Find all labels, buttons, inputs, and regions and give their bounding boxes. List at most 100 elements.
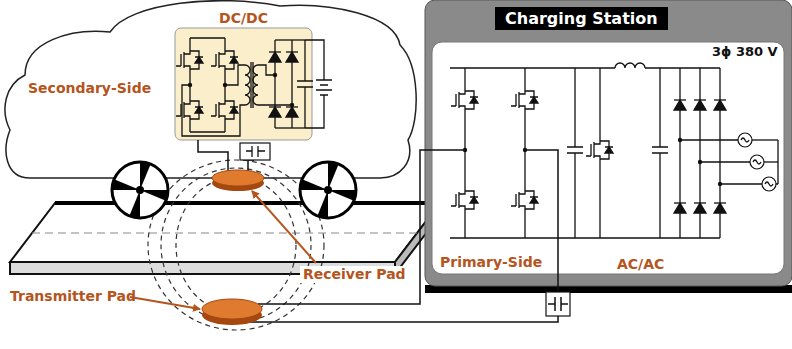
capacitor-symbol [297, 81, 313, 87]
diode-symbol [714, 202, 726, 203]
diode-symbol [694, 100, 706, 110]
wheel-spoke [328, 190, 356, 201]
station-panel [425, 0, 792, 286]
mosfet-symbol [586, 138, 613, 162]
wire [275, 127, 305, 128]
wheel [300, 162, 356, 218]
junction-dot [463, 148, 467, 152]
wheel-spoke [328, 162, 339, 190]
diode-symbol [269, 51, 281, 52]
wire [764, 161, 778, 162]
part-label: Transmitter Pad [10, 288, 136, 305]
wire [224, 122, 225, 132]
mosfet-symbol [511, 188, 538, 212]
primary-panel [432, 42, 784, 274]
capacitor-box [546, 292, 570, 316]
diode-symbol [674, 100, 686, 110]
wheel-spoke [112, 179, 140, 190]
wire [777, 140, 778, 184]
diode-symbol [269, 107, 281, 117]
circuit [176, 38, 778, 238]
diode-symbol [269, 52, 281, 62]
wire [258, 65, 275, 75]
wheel-hub [324, 186, 332, 194]
mosfet-symbol [451, 188, 478, 212]
node-heading: Secondary-Side [28, 80, 151, 97]
converter-panel [175, 28, 312, 140]
diode-symbol [714, 100, 726, 110]
wheels [112, 162, 356, 218]
wire [524, 212, 525, 238]
wire [680, 139, 738, 140]
capacitor-symbol [246, 146, 265, 157]
wire [275, 39, 305, 40]
diode-symbol [605, 147, 613, 153]
diode-symbol [195, 57, 203, 63]
wire [645, 67, 720, 68]
wire [464, 212, 465, 238]
diode-symbol [694, 203, 706, 213]
wire [752, 139, 778, 140]
road-edge [55, 201, 440, 205]
wire [189, 38, 190, 48]
ac-source [738, 133, 752, 147]
wheel-spoke [140, 162, 151, 190]
node-heading: DC/DC [219, 10, 268, 27]
primary-side-box: Primary-SideAC/AC [432, 42, 784, 274]
wire [720, 183, 762, 184]
capacitor-symbol [567, 147, 583, 153]
ac-source [753, 160, 761, 164]
diode-symbol [230, 57, 238, 63]
wire [182, 85, 245, 136]
switch-box [240, 143, 270, 160]
wheel-spoke [129, 190, 140, 218]
wire [599, 162, 600, 238]
wire [659, 153, 660, 238]
ac-source [762, 177, 776, 191]
wire [574, 153, 575, 238]
wire [258, 104, 292, 105]
mosfet-symbol [176, 98, 203, 122]
wire [599, 68, 600, 138]
battery-symbol [316, 80, 332, 95]
node-text: AC/AC [617, 256, 664, 273]
wire [225, 65, 245, 85]
wire [248, 160, 254, 172]
coil-symbol [245, 65, 250, 105]
mosfet-symbol [211, 98, 238, 122]
wire [304, 87, 305, 128]
part-label: 3ϕ 380 V [712, 44, 778, 60]
inductor-symbol [615, 63, 645, 68]
junction-dot [273, 73, 277, 77]
wire [464, 68, 465, 88]
diode-symbol [470, 97, 478, 103]
diode-symbol [674, 99, 686, 100]
field-line [161, 168, 311, 322]
diode-symbol [674, 203, 686, 213]
wire [450, 67, 615, 68]
wire [525, 150, 558, 292]
wire [524, 68, 525, 88]
wheel-spoke [300, 179, 328, 190]
field-line [176, 177, 296, 313]
wire [198, 140, 228, 172]
dcdc-converter: DC/DC [175, 8, 312, 140]
diode-symbol [470, 197, 478, 203]
diode-symbol [714, 203, 726, 213]
junction-dot [290, 103, 294, 107]
diode-symbol [530, 197, 538, 203]
diode-symbol [286, 107, 298, 117]
part-label: Receiver Pad [300, 266, 409, 283]
capacitor-symbol [548, 297, 568, 311]
wheel-spoke [317, 190, 328, 218]
wire [224, 38, 225, 48]
wire [304, 40, 305, 81]
ac-source [741, 138, 749, 142]
receiver-pad [212, 170, 264, 186]
mosfet-symbol [176, 48, 203, 72]
diode-symbol [286, 51, 298, 52]
car-outline [5, 1, 416, 178]
transmitter-pad [202, 299, 262, 319]
diode-symbol [694, 99, 706, 100]
